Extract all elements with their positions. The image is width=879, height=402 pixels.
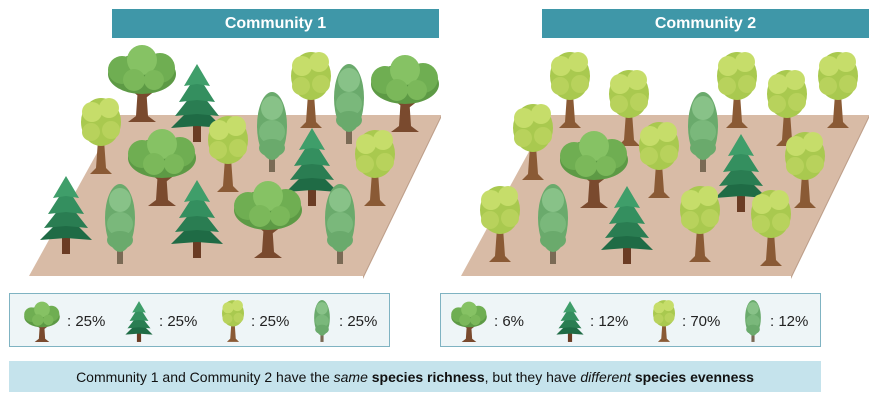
- conifer-tree-icon: [556, 301, 584, 342]
- legend-share: 25%: [75, 312, 106, 330]
- legend-share: 12%: [598, 312, 629, 330]
- caption-italic-same: same: [333, 368, 368, 385]
- community-1-title: Community 1: [112, 9, 439, 38]
- legend-share: 6%: [502, 312, 525, 330]
- cypress-tree-icon: [314, 300, 330, 342]
- community-1-legend: : 25% : 25% : 25% : 25%: [9, 293, 390, 347]
- broadleaf-tree-icon: [23, 300, 61, 343]
- caption-bold-richness: species richness: [371, 368, 485, 385]
- legend-item-round: : 25%: [218, 294, 289, 348]
- legend-item-cypress: : 25%: [308, 294, 377, 348]
- cypress-tree-icon: [745, 300, 761, 342]
- legend-share: 25%: [259, 312, 290, 330]
- legend-item-round: : 70%: [649, 294, 720, 348]
- caption: Community 1 and Community 2 have the sam…: [9, 361, 821, 392]
- caption-part: , but they have: [484, 368, 581, 385]
- caption-bold-evenness: species evenness: [634, 368, 754, 385]
- round-tree-icon: [653, 300, 675, 342]
- community-2-legend: : 6% : 12% : 70% : 12%: [440, 293, 821, 347]
- caption-italic-different: different: [580, 368, 631, 385]
- legend-item-broadleaf: : 6%: [447, 294, 524, 348]
- legend-item-conifer: : 25%: [122, 294, 197, 348]
- legend-item-conifer: : 12%: [553, 294, 628, 348]
- legend-share: 12%: [778, 312, 809, 330]
- conifer-tree-icon: [125, 301, 153, 342]
- caption-part: Community 1 and Community 2 have the: [76, 368, 334, 385]
- legend-share: 70%: [690, 312, 721, 330]
- legend-share: 25%: [347, 312, 378, 330]
- legend-share: 25%: [167, 312, 198, 330]
- caption-text: Community 1 and Community 2 have the sam…: [76, 369, 754, 385]
- legend-item-broadleaf: : 25%: [20, 294, 105, 348]
- community-2-title: Community 2: [542, 9, 869, 38]
- broadleaf-tree-icon: [450, 300, 488, 343]
- round-tree-icon: [222, 300, 244, 342]
- legend-item-cypress: : 12%: [739, 294, 808, 348]
